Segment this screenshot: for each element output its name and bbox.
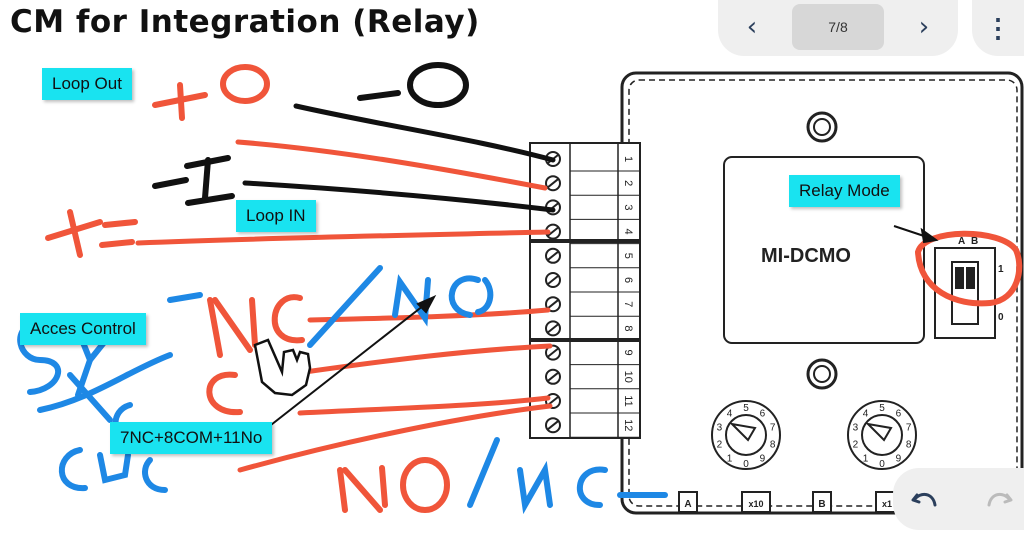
chevron-left-icon[interactable]: ‹ xyxy=(746,12,758,42)
dial-digit: 3 xyxy=(717,422,723,433)
black-wires xyxy=(242,103,556,213)
redo-icon[interactable] xyxy=(979,481,1019,517)
hand-pointer-icon xyxy=(253,338,312,397)
terminal-number: 6 xyxy=(622,277,634,283)
more-vertical-icon[interactable]: ⋮ xyxy=(972,0,1024,56)
dial-digit: 4 xyxy=(727,408,733,419)
dial-digit: 8 xyxy=(906,440,912,451)
terminal-number: 7 xyxy=(622,301,634,307)
loop-out-label: Loop Out xyxy=(42,68,132,100)
terminal-number: 2 xyxy=(622,180,634,186)
bottom-label-a: A xyxy=(684,499,691,510)
dial-digit: 2 xyxy=(853,440,859,451)
terminal-screw-slot xyxy=(547,323,559,334)
bottom-label-x1: x1 xyxy=(882,499,892,509)
dial-digit: 0 xyxy=(879,459,885,470)
red-ink-marks xyxy=(45,64,1023,513)
terminal-number: 5 xyxy=(622,253,634,259)
terminal-number: 1 xyxy=(622,156,634,162)
terminal-number: 10 xyxy=(622,371,634,383)
terminal-screw-slot xyxy=(547,178,559,188)
dial-digit: 6 xyxy=(760,408,766,419)
terminal-screw-slot xyxy=(547,299,559,309)
dial-digit: 7 xyxy=(906,422,912,433)
dial-digit: 0 xyxy=(743,459,749,470)
device-model: MI-DCMO xyxy=(761,245,851,267)
device-housing xyxy=(620,71,1024,515)
black-ink-marks xyxy=(152,62,469,206)
terminal-screw-slot xyxy=(547,372,559,382)
terminal-number: 4 xyxy=(622,229,634,235)
dial-digit: 3 xyxy=(853,422,859,433)
access-control-label: Acces Control xyxy=(20,313,146,345)
dial-digit: 1 xyxy=(727,454,733,465)
undo-redo-toolbar xyxy=(893,468,1024,530)
chevron-right-icon[interactable]: › xyxy=(918,12,930,42)
terminal-number: 11 xyxy=(622,395,634,406)
loop-in-label: Loop IN xyxy=(236,200,316,232)
terminal-screw-slot xyxy=(547,251,559,261)
dial-digit: 9 xyxy=(760,454,766,465)
terminal-screw-slot xyxy=(547,347,559,358)
dial-digit: 6 xyxy=(896,408,902,419)
terminal-screw-slot xyxy=(547,420,559,430)
dial-digit: 7 xyxy=(770,422,776,433)
switch-label-a: A xyxy=(958,236,965,247)
page-title: CM for Integration (Relay) xyxy=(10,4,480,40)
terminal-number: 8 xyxy=(622,325,634,331)
dial-digit: 4 xyxy=(863,408,869,419)
undo-icon[interactable] xyxy=(905,481,945,517)
annotation-arrows xyxy=(261,225,939,433)
page-indicator[interactable]: 7/8 xyxy=(792,4,884,50)
bottom-label-b: B xyxy=(818,499,825,510)
red-wires xyxy=(135,139,553,473)
terminal-number: 3 xyxy=(622,204,634,210)
terminal-number: 12 xyxy=(622,419,634,431)
dial-digit: 9 xyxy=(896,454,902,465)
terminal-number: 9 xyxy=(622,350,634,356)
bottom-label-x10: x10 xyxy=(748,499,763,509)
dial-digit: 1 xyxy=(863,454,869,465)
dial-digit: 8 xyxy=(770,440,776,451)
terminal-screw-slot xyxy=(547,275,559,285)
switch-label-b: B xyxy=(971,236,978,247)
wiring-note-label: 7NC+8COM+11No xyxy=(110,422,273,454)
switch-label-0: 0 xyxy=(998,312,1004,323)
page-navigation: ‹ 7/8 › xyxy=(718,0,958,56)
dial-digit: 5 xyxy=(743,403,749,414)
switch-label-1: 1 xyxy=(998,264,1004,275)
dial-digit: 2 xyxy=(717,440,723,451)
relay-mode-label: Relay Mode xyxy=(789,175,900,207)
dial-digit: 5 xyxy=(879,403,885,414)
terminal-screw-slot xyxy=(547,226,559,237)
